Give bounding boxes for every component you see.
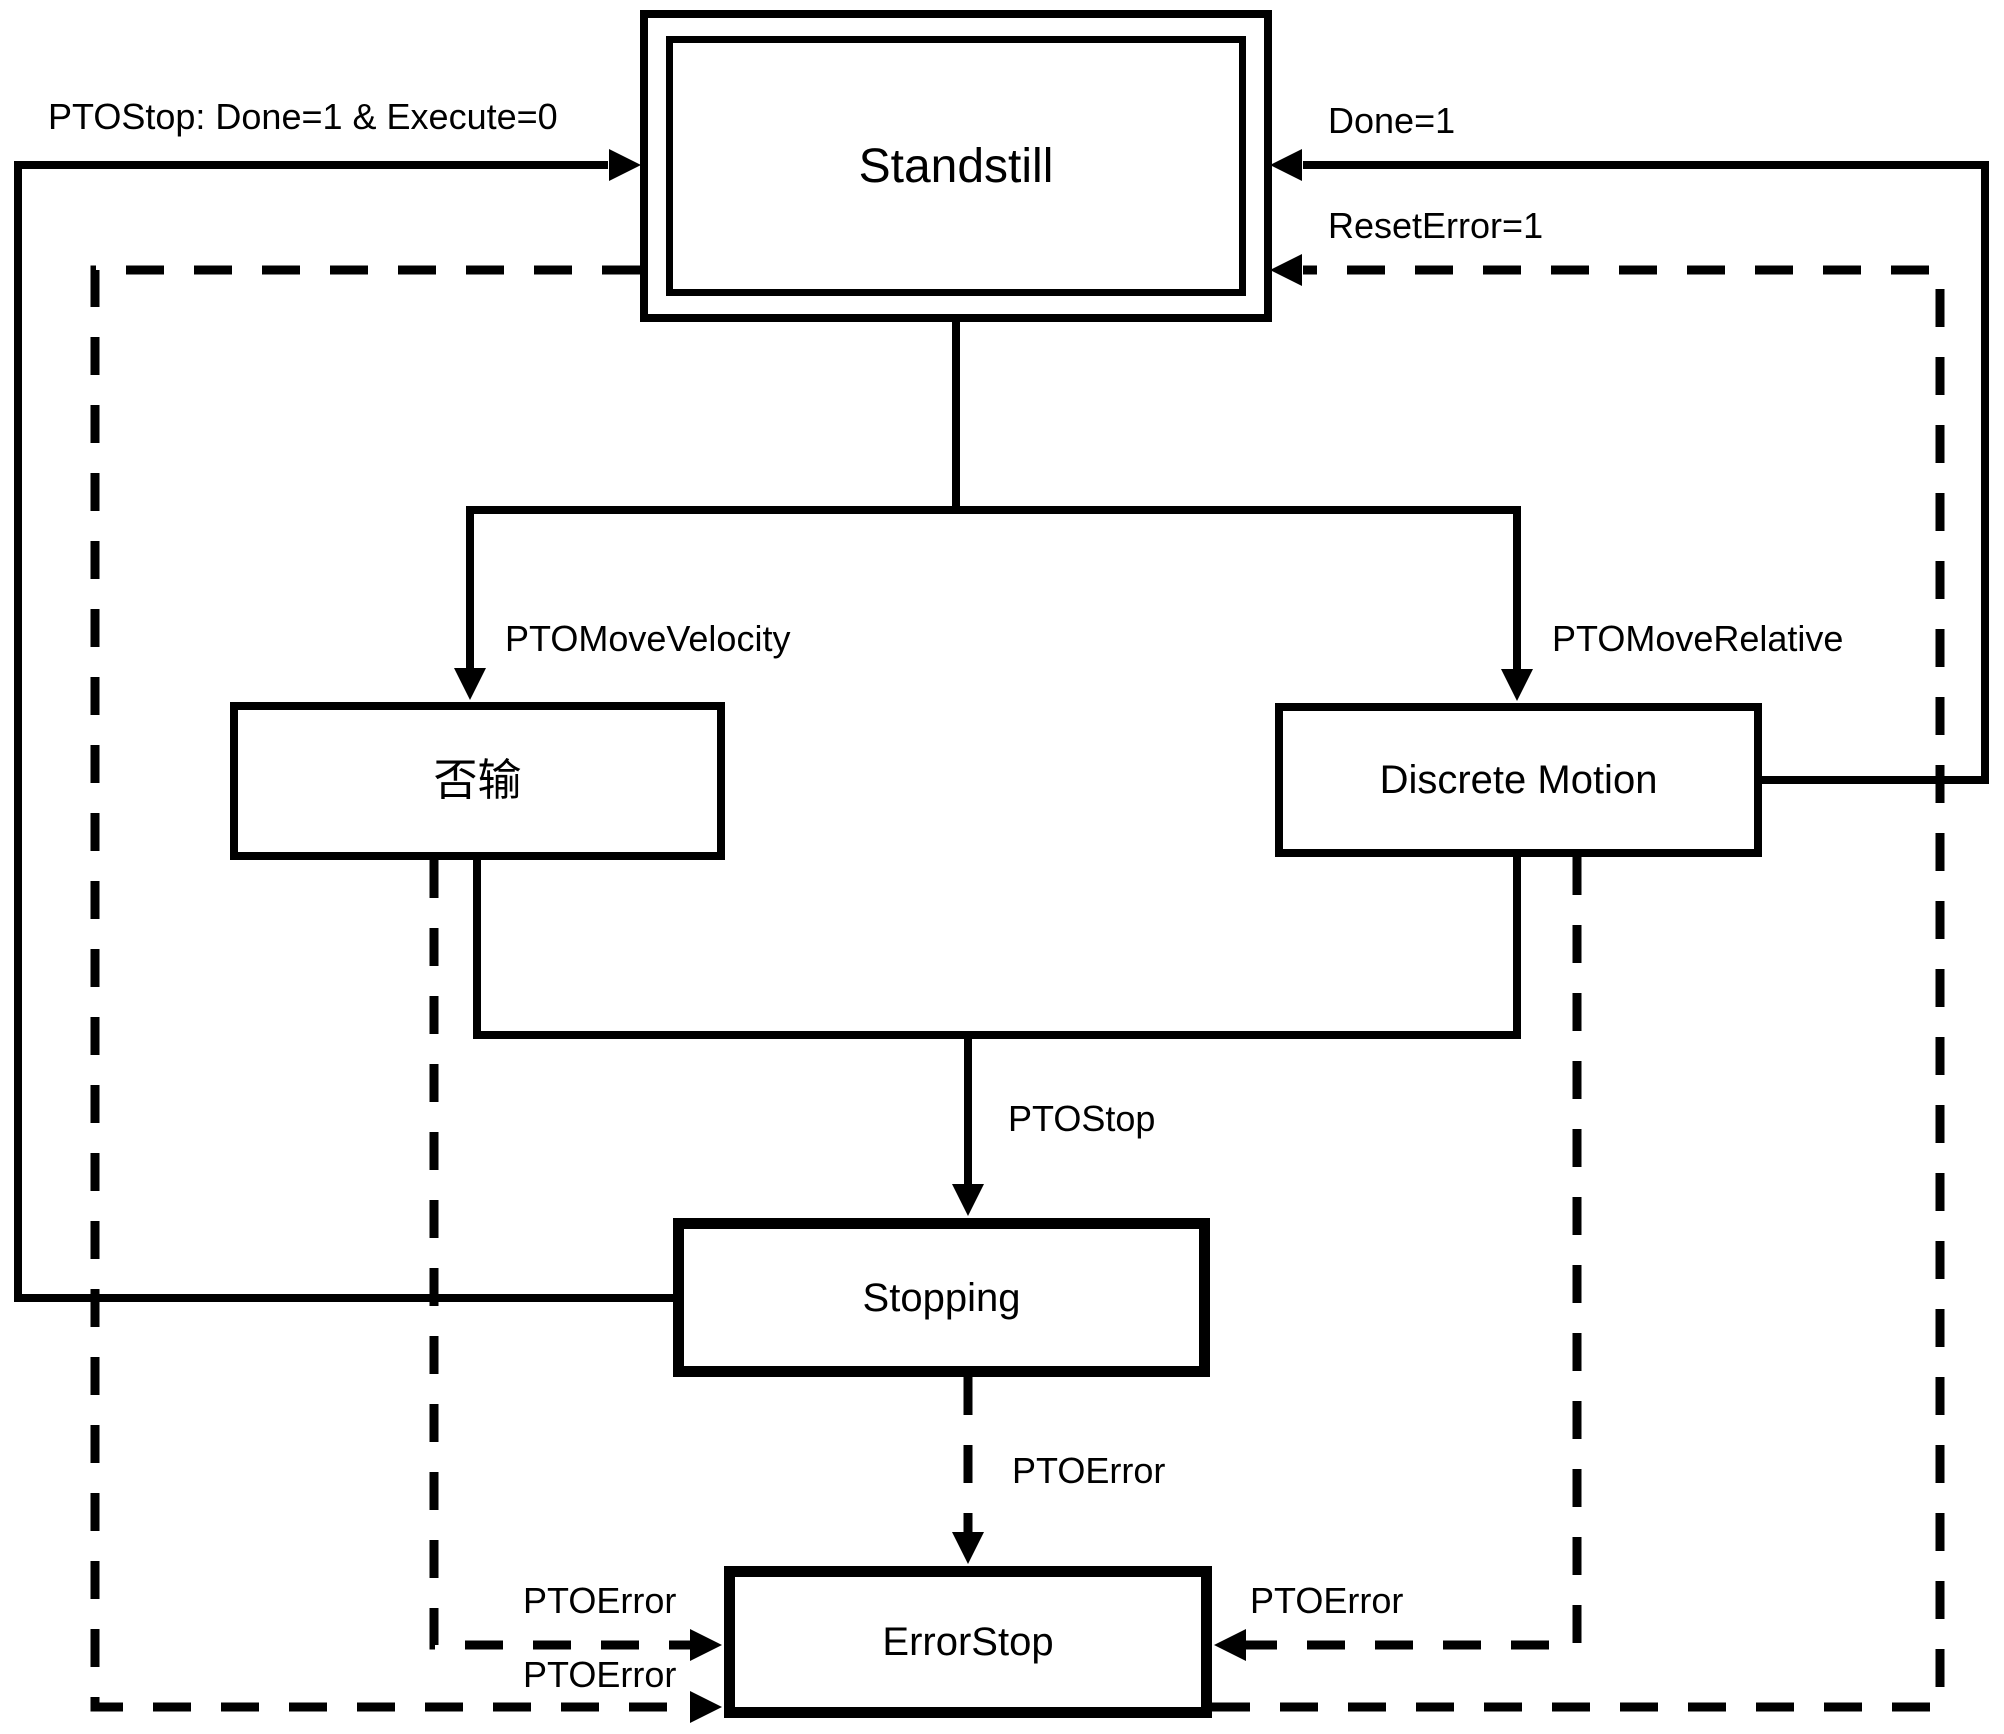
edge-discrete-to-standstill — [1303, 161, 1989, 784]
state-standstill-inner: Standstill — [666, 36, 1246, 296]
arrowhead-into-errorstop-top — [952, 1532, 984, 1564]
state-stopping: Stopping — [673, 1218, 1210, 1377]
label-reset-error: ResetError=1 — [1328, 205, 1544, 246]
edge-standstill-error-rail — [90, 265, 700, 1712]
label-pto-stop: PTOStop — [1008, 1098, 1156, 1139]
arrowhead-into-stopping — [952, 1184, 984, 1216]
state-continuous-motion-label: 否输 — [433, 755, 522, 805]
state-errorstop-label: ErrorStop — [882, 1620, 1054, 1664]
label-move-velocity: PTOMoveVelocity — [505, 618, 791, 659]
arrowhead-into-errorstop-right — [1214, 1629, 1246, 1661]
arrowhead-into-standstill-reset — [1270, 254, 1302, 286]
edge-discrete-error — [1236, 857, 1582, 1650]
label-pto-error-stopping: PTOError — [1012, 1450, 1166, 1491]
state-continuous-motion: 否输 — [230, 702, 725, 860]
state-errorstop: ErrorStop — [724, 1566, 1212, 1718]
label-pto-error-standstill: PTOError — [523, 1654, 677, 1695]
label-move-relative: PTOMoveRelative — [1552, 618, 1844, 659]
arrowhead-into-standstill-left — [609, 149, 641, 181]
label-ptostop-done-execute: PTOStop: Done=1 & Execute=0 — [48, 96, 558, 137]
label-done: Done=1 — [1328, 100, 1456, 141]
state-stopping-label: Stopping — [862, 1275, 1021, 1320]
edge-stopping-to-standstill — [14, 161, 673, 1302]
edge-errorstop-to-standstill — [1212, 265, 1945, 1712]
edge-continuous-error — [429, 860, 700, 1650]
label-pto-error-continuous: PTOError — [523, 1580, 677, 1621]
state-discrete-motion: Discrete Motion — [1275, 703, 1762, 857]
arrowhead-into-discrete — [1501, 669, 1533, 701]
arrowhead-into-errorstop-left-upper — [690, 1629, 722, 1661]
state-discrete-motion-label: Discrete Motion — [1379, 758, 1658, 802]
state-standstill-label: Standstill — [858, 139, 1054, 193]
arrowhead-into-errorstop-left-lower — [690, 1691, 722, 1723]
arrowhead-into-continuous — [454, 668, 486, 700]
arrowhead-into-standstill-right — [1270, 149, 1302, 181]
label-pto-error-discrete: PTOError — [1250, 1580, 1404, 1621]
